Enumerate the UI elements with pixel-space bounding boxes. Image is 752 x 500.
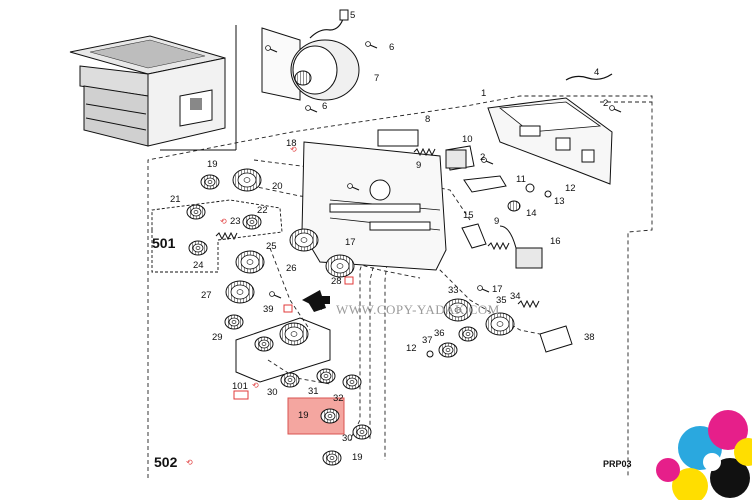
lever-parts (461, 157, 552, 249)
label-9-b: 9 (494, 216, 499, 227)
group-501-box (151, 199, 283, 273)
label-4: 4 (594, 67, 599, 78)
label-12-b: 12 (406, 343, 417, 354)
label-11: 11 (516, 174, 526, 185)
bracket-assembly (487, 73, 622, 185)
label-22: 22 (257, 205, 268, 216)
svg-text:⟲: ⟲ (186, 458, 193, 467)
mark-28 (344, 276, 354, 285)
solenoid-10 (413, 145, 475, 171)
label-30-b: 30 (342, 433, 353, 444)
side-plate (301, 129, 447, 271)
label-38: 38 (584, 332, 595, 343)
label-7: 7 (374, 73, 379, 84)
label-34: 34 (510, 291, 521, 302)
group-label-501: 501 (152, 235, 176, 251)
label-39: 39 (263, 304, 274, 315)
mark-502: ⟲ (186, 458, 193, 467)
label-33: 33 (448, 285, 459, 296)
group-label-502: 502 (154, 454, 178, 470)
label-8: 8 (425, 114, 430, 125)
label-13: 13 (554, 196, 565, 207)
label-1: 1 (481, 88, 486, 99)
label-2-mid: 2 (480, 152, 485, 163)
label-19-b: 19 (298, 410, 309, 421)
label-9-a: 9 (416, 160, 421, 171)
logo-blobs (656, 410, 752, 500)
label-6-b: 6 (322, 101, 327, 112)
gear-column-right (426, 285, 573, 358)
label-2-top: 2 (603, 98, 608, 109)
part-labels: 1 2 2 4 5 6 6 7 8 9 9 10 11 12 12 13 14 … (170, 10, 608, 463)
highlighted-part-19 (287, 397, 345, 435)
dashed-boundaries (147, 95, 653, 478)
label-30-a: 30 (267, 387, 278, 398)
label-19-a: 19 (207, 159, 218, 170)
label-18: 18 (286, 138, 297, 149)
label-21: 21 (170, 194, 181, 205)
label-26: 26 (286, 263, 297, 274)
label-31: 31 (308, 386, 319, 397)
motor-assembly (261, 9, 378, 113)
label-27: 27 (201, 290, 212, 301)
label-19-c: 19 (352, 452, 363, 463)
watermark: WWW.COPY-YADAK.COM (336, 302, 500, 317)
label-20: 20 (272, 181, 283, 192)
label-23: 23 (230, 216, 241, 227)
label-28: 28 (331, 276, 342, 287)
solenoid-16 (487, 225, 543, 269)
mark-39 (283, 304, 293, 313)
gear-set-101 (235, 296, 331, 383)
label-37: 37 (422, 335, 433, 346)
svg-text:⟲: ⟲ (220, 217, 227, 226)
mark-101: ⟲ (233, 381, 259, 400)
label-17-b: 17 (492, 284, 503, 295)
mark-18: ⟲ (290, 145, 297, 154)
svg-text:⟲: ⟲ (252, 381, 259, 390)
label-14: 14 (526, 208, 537, 219)
label-29: 29 (212, 332, 223, 343)
label-16: 16 (550, 236, 561, 247)
label-32: 32 (333, 393, 344, 404)
label-17-a: 17 (345, 237, 356, 248)
direction-arrow (302, 290, 330, 310)
label-25: 25 (266, 241, 277, 252)
label-24: 24 (193, 260, 204, 271)
label-12-a: 12 (565, 183, 576, 194)
label-35: 35 (496, 295, 507, 306)
label-101: 101 (232, 381, 248, 392)
label-6-a: 6 (389, 42, 394, 53)
copier-thumbnail (69, 25, 237, 151)
svg-text:⟲: ⟲ (290, 145, 297, 154)
mark-23: ⟲ (220, 217, 227, 226)
label-36: 36 (434, 328, 445, 339)
label-10: 10 (462, 134, 473, 145)
diagram-code: PRP03 (603, 459, 632, 469)
label-5: 5 (350, 10, 355, 21)
label-15: 15 (463, 210, 474, 221)
